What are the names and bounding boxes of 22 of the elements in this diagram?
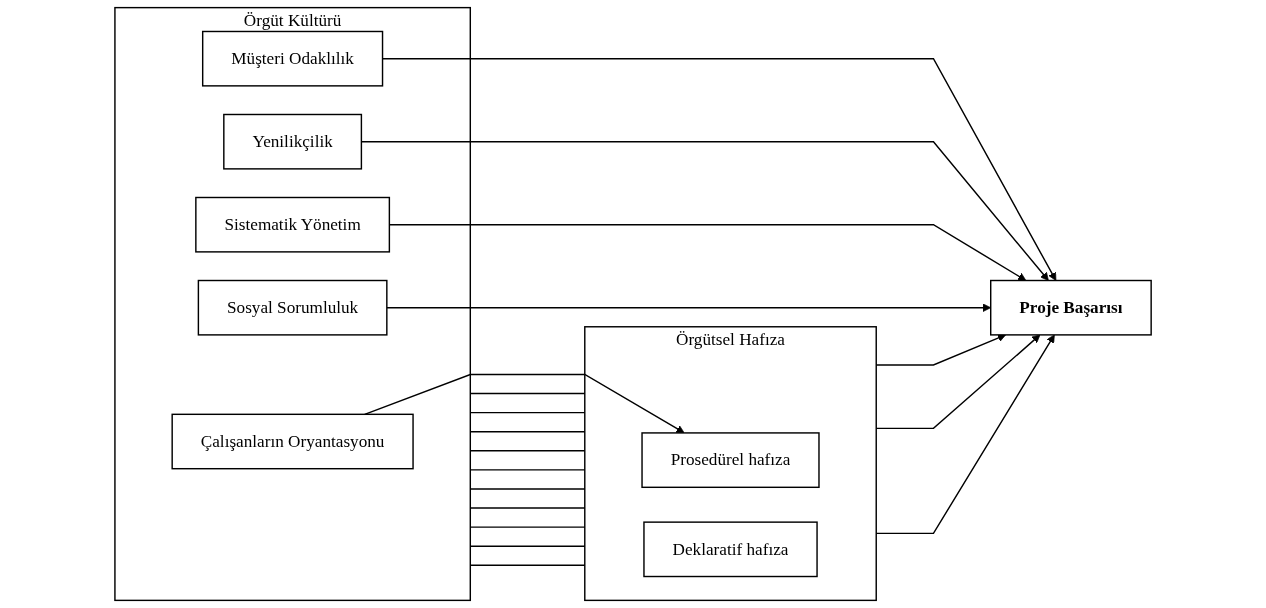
connector — [469, 392, 586, 395]
arrow — [875, 334, 1055, 535]
connector — [469, 545, 586, 547]
node-box: Deklaratif hafıza — [643, 521, 818, 578]
node-box: Prosedürel hafıza — [641, 432, 820, 489]
connector — [469, 411, 586, 414]
node-box: Yenilikçilik — [223, 113, 363, 170]
connector — [469, 564, 586, 566]
connector — [469, 488, 586, 490]
connector — [469, 469, 586, 471]
node-box: Proje Başarısı — [989, 279, 1152, 336]
connector — [469, 431, 586, 433]
arrow — [875, 334, 1041, 430]
node-box: Çalışanların Oryantasyonu — [171, 413, 414, 470]
node-box: Müşteri Odaklılık — [201, 30, 384, 87]
connector — [469, 450, 586, 452]
node-box: Sosyal Sorumluluk — [197, 279, 388, 336]
arrow — [363, 373, 685, 434]
arrow — [875, 333, 1006, 366]
connector — [469, 507, 586, 509]
connector — [469, 526, 586, 528]
node-box: Sistematik Yönetim — [195, 196, 391, 253]
